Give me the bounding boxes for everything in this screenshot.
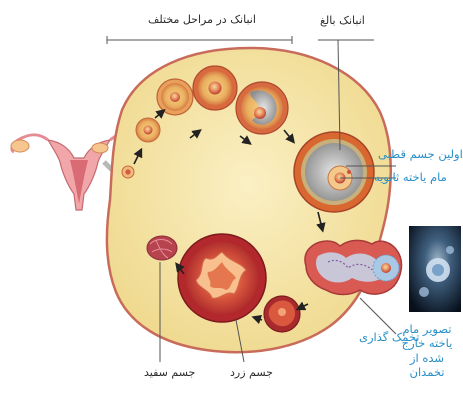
label-corpus-albicans: جسم سفید bbox=[144, 366, 195, 380]
primary-follicle bbox=[136, 118, 160, 142]
oocyte-photo bbox=[409, 226, 461, 312]
ovulation-follicle bbox=[305, 240, 402, 294]
label-secondary-oocyte: مام یاخته ثانویه bbox=[374, 170, 447, 184]
primordial-follicle bbox=[122, 166, 134, 178]
label-mature-follicle: انبانک بالغ bbox=[320, 14, 365, 28]
label-oocyte-photo: تصویر مام یاخته خارج شده از تخمدان bbox=[393, 322, 461, 380]
early-corpus-luteum bbox=[264, 296, 300, 332]
corpus-luteum bbox=[178, 234, 266, 322]
label-first-polar-body: اولین جسم قطبی bbox=[378, 147, 463, 161]
secondary-follicle bbox=[157, 79, 193, 115]
label-follicles-in-stages: انبانک در مراحل مختلف bbox=[148, 13, 256, 27]
mature-follicle bbox=[294, 132, 374, 212]
label-corpus-luteum: جسم زرد bbox=[230, 366, 273, 380]
corpus-albicans bbox=[147, 236, 177, 260]
antral-follicle bbox=[236, 82, 288, 134]
early-antral-follicle bbox=[193, 66, 237, 110]
